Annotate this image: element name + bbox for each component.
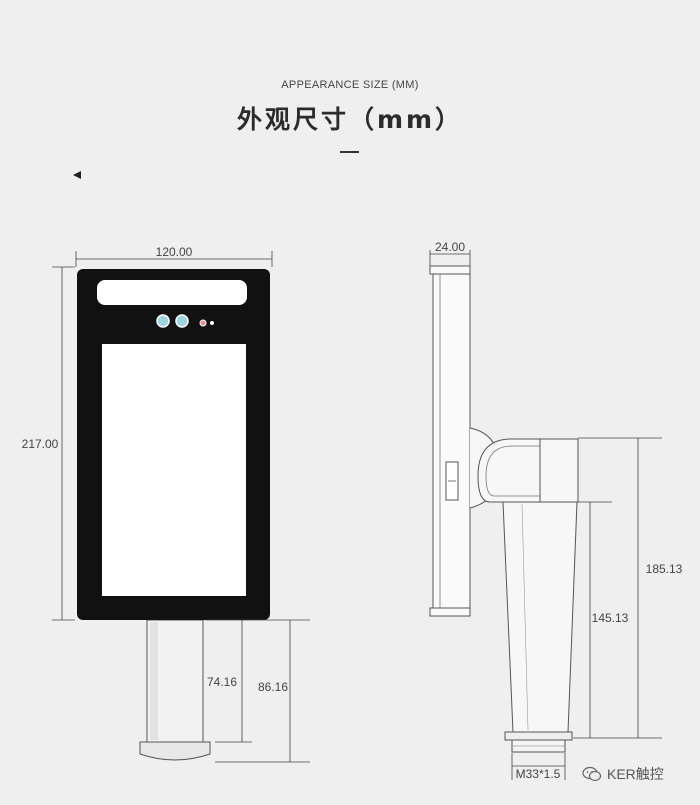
front-screen (102, 344, 246, 596)
camera-lens-icon (156, 314, 170, 328)
side-pole (502, 501, 578, 733)
pole-outer-label: 86.16 (258, 680, 288, 694)
appearance-subtitle: APPEARANCE SIZE (MM) (281, 79, 419, 91)
side-total-label: 185.13 (646, 562, 683, 576)
height-label: 217.00 (22, 437, 59, 451)
pole-inner-label: 74.16 (207, 675, 237, 689)
sensor-dot-icon (210, 321, 214, 325)
page-title: 外观尺寸（mm） (236, 105, 464, 134)
camera-lens-icon (175, 314, 189, 328)
watermark-text: KER触控 (607, 766, 664, 782)
wechat-icon (582, 766, 602, 782)
watermark: KER触控 (582, 764, 664, 784)
side-view: 24.00 M33*1.5 145.13 185.13 (429, 240, 683, 781)
light-bar (97, 280, 247, 305)
depth-label: 24.00 (435, 240, 465, 254)
width-label: 120.00 (156, 245, 193, 259)
side-body (432, 273, 471, 609)
side-pole-label: 145.13 (592, 611, 629, 625)
left-arrow-icon (73, 171, 81, 179)
side-bracket (477, 438, 579, 503)
front-view: 120.00 217.00 74.16 86.16 (22, 245, 310, 763)
title-underline (340, 151, 359, 153)
thread-label: M33*1.5 (516, 767, 561, 781)
front-base (139, 741, 211, 761)
sensor-icon (199, 319, 207, 327)
side-base (504, 731, 573, 741)
